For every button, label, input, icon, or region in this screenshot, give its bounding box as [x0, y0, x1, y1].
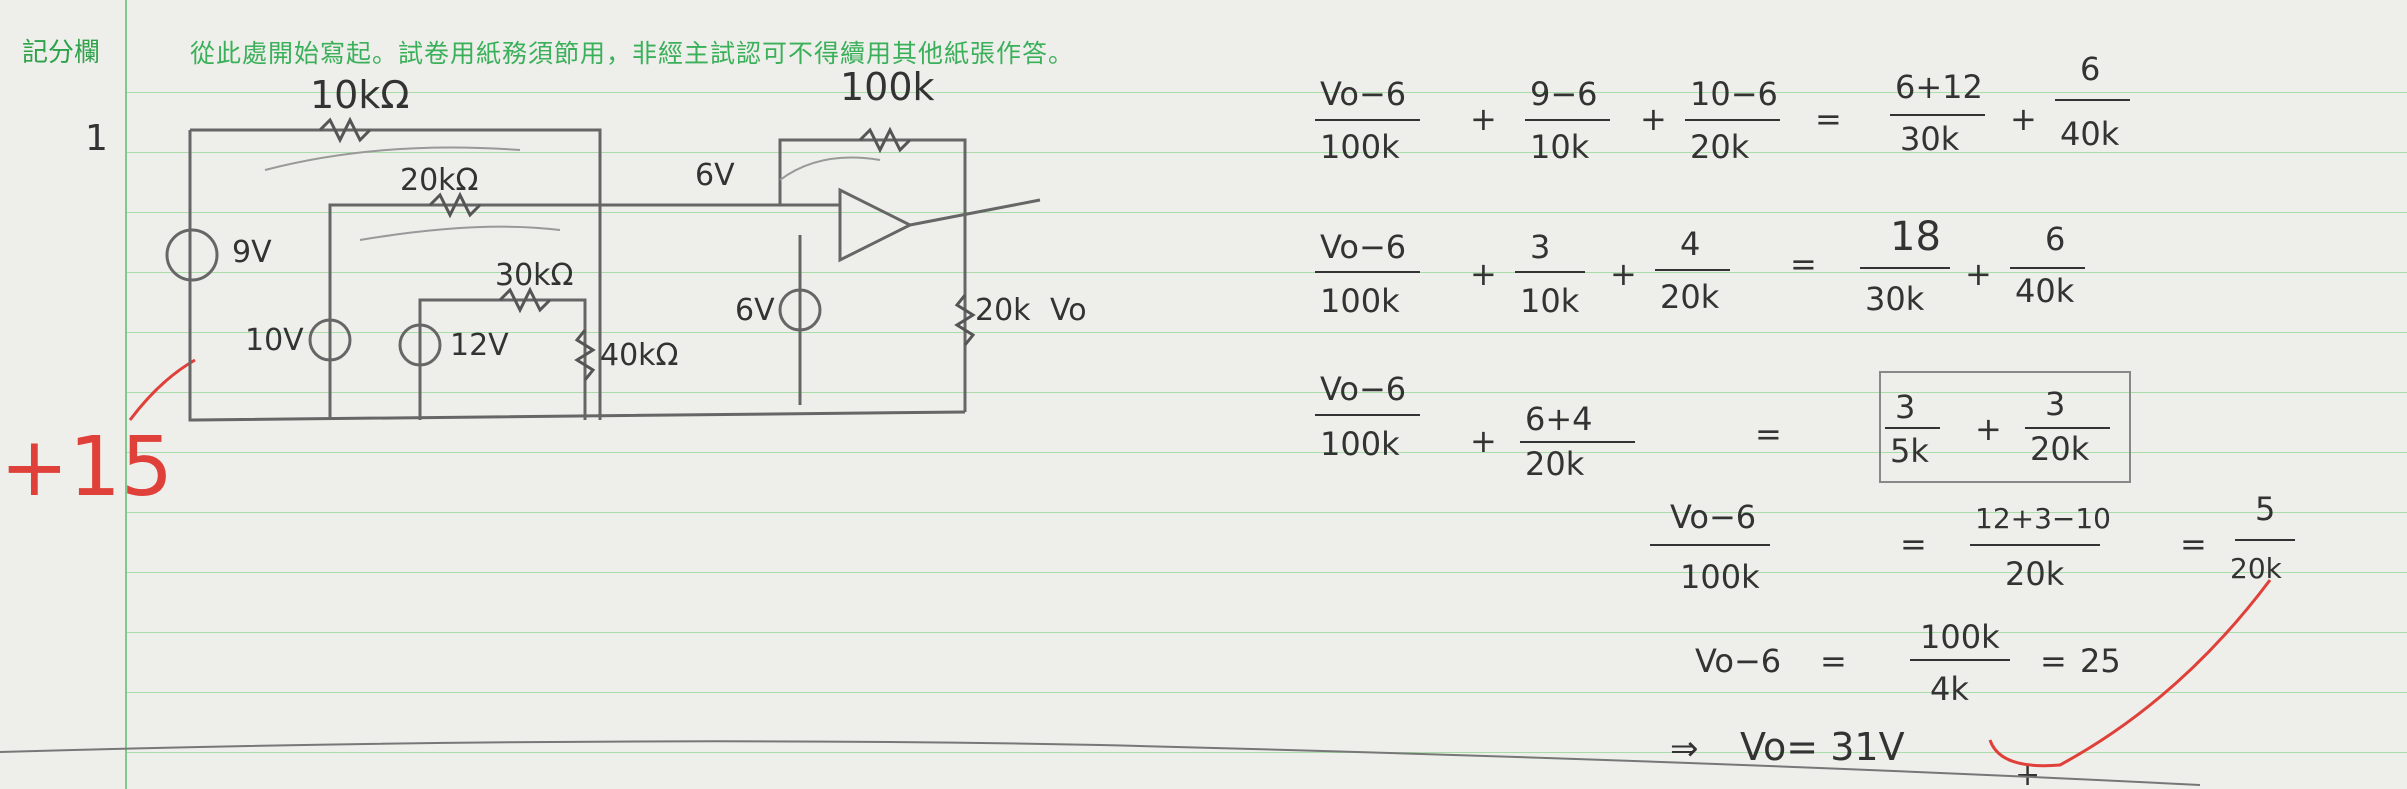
- label-vo: Vo: [1050, 293, 1087, 328]
- l3-r2-num: 3: [2045, 385, 2065, 423]
- final-answer: Vo= 31V: [1740, 725, 1905, 769]
- svg-text:+: +: [1470, 255, 1497, 293]
- l1-t3-den: 20k: [1690, 128, 1750, 166]
- scribble-line: [0, 740, 2201, 786]
- label-v4: 6V: [735, 293, 775, 328]
- l2-r1-den: 30k: [1865, 280, 1925, 318]
- l3-t2-den: 20k: [1525, 445, 1585, 483]
- l4-left-num: Vo−6: [1670, 498, 1756, 536]
- label-r3: 30kΩ: [495, 258, 573, 293]
- svg-text:=: =: [1820, 642, 1847, 680]
- l4-left-den: 100k: [1680, 558, 1760, 596]
- l1-r1-num: 6+12: [1895, 68, 1983, 106]
- score-tick: [128, 358, 196, 421]
- ruled-line: [125, 392, 2407, 393]
- circuit-diagram: [165, 116, 1041, 422]
- label-r4: 40kΩ: [600, 338, 678, 373]
- l5-num: 100k: [1920, 618, 2000, 656]
- l3-r1-den: 5k: [1890, 432, 1929, 470]
- svg-text:=: =: [2040, 642, 2067, 680]
- l1-r2-den: 40k: [2060, 115, 2120, 153]
- label-node-voltage: 6V: [695, 158, 735, 193]
- ruled-line: [125, 272, 2407, 273]
- label-r1: 10kΩ: [310, 73, 409, 117]
- l2-r2-den: 40k: [2015, 272, 2075, 310]
- l4-right-num: 12+3−10: [1975, 502, 2111, 535]
- svg-text:=: =: [1755, 415, 1782, 453]
- label-v3: 12V: [450, 328, 509, 363]
- l1-t2-num: 9−6: [1530, 75, 1598, 113]
- l1-t1-den: 100k: [1320, 128, 1400, 166]
- svg-text:+: +: [1610, 255, 1637, 293]
- solution-work: Vo−6 100k + 9−6 10k + 10−6 20k = 6+12 30…: [1315, 50, 2295, 789]
- l2-t3-den: 20k: [1660, 278, 1720, 316]
- l2-r2-num: 6: [2045, 220, 2065, 258]
- ruled-line: [125, 632, 2407, 633]
- svg-text:+: +: [1965, 255, 1992, 293]
- ruled-line: [125, 452, 2407, 453]
- svg-text:=: =: [2180, 525, 2207, 563]
- l2-t1-den: 100k: [1320, 282, 1400, 320]
- ruled-line: [125, 572, 2407, 573]
- ruled-line: [125, 692, 2407, 693]
- ruled-line: [125, 752, 2407, 753]
- l3-r2-den: 20k: [2030, 430, 2090, 468]
- l5-lhs: Vo−6: [1695, 642, 1781, 680]
- ruled-line: [125, 332, 2407, 333]
- exam-instruction: 從此處開始寫起。試卷用紙務須節用，非經主試認可不得續用其他紙張作答。: [190, 39, 1075, 68]
- l2-r1-num: 18: [1890, 214, 1941, 260]
- margin-line: [125, 0, 127, 789]
- label-rl: 20k: [975, 293, 1031, 328]
- l5-result: 25: [2080, 642, 2121, 680]
- label-v1: 9V: [232, 235, 272, 270]
- svg-text:+: +: [2010, 100, 2037, 138]
- l1-r2-num: 6: [2080, 50, 2100, 88]
- svg-text:+: +: [1640, 100, 1667, 138]
- l2-t2-num: 3: [1530, 228, 1550, 266]
- l4-final-num: 5: [2255, 490, 2275, 528]
- l2-t3-num: 4: [1680, 225, 1700, 263]
- l3-t1-den: 100k: [1320, 425, 1400, 463]
- l1-t3-num: 10−6: [1690, 75, 1778, 113]
- ruled-line: [125, 212, 2407, 213]
- svg-text:=: =: [1815, 100, 1842, 138]
- score-column-label: 記分欄: [22, 38, 101, 68]
- l2-t1-num: Vo−6: [1320, 228, 1406, 266]
- l1-r1-den: 30k: [1900, 120, 1960, 158]
- score-mark: +15: [0, 420, 173, 515]
- red-check-stroke: [1988, 579, 2272, 768]
- svg-text:+: +: [1975, 410, 2002, 448]
- ruled-line: [125, 92, 2407, 93]
- l3-t2-num: 6+4: [1525, 400, 1593, 438]
- svg-text:+: +: [1470, 422, 1497, 460]
- label-v2: 10V: [245, 323, 304, 358]
- l2-t2-den: 10k: [1520, 282, 1580, 320]
- ruled-line: [125, 152, 2407, 153]
- label-r2: 20kΩ: [400, 163, 478, 198]
- ruled-line: [125, 512, 2407, 513]
- svg-text:=: =: [1790, 245, 1817, 283]
- l3-t1-num: Vo−6: [1320, 370, 1406, 408]
- l4-final-den: 20k: [2230, 552, 2283, 585]
- l3-r1-num: 3: [1895, 388, 1915, 426]
- l1-t1-num: Vo−6: [1320, 75, 1406, 113]
- l5-den: 4k: [1930, 670, 1969, 708]
- l1-t2-den: 10k: [1530, 128, 1590, 166]
- svg-text:=: =: [1900, 525, 1927, 563]
- question-number: 1: [85, 118, 108, 159]
- label-rf: 100k: [840, 65, 935, 109]
- l4-right-den: 20k: [2005, 555, 2065, 593]
- svg-text:+: +: [1470, 100, 1497, 138]
